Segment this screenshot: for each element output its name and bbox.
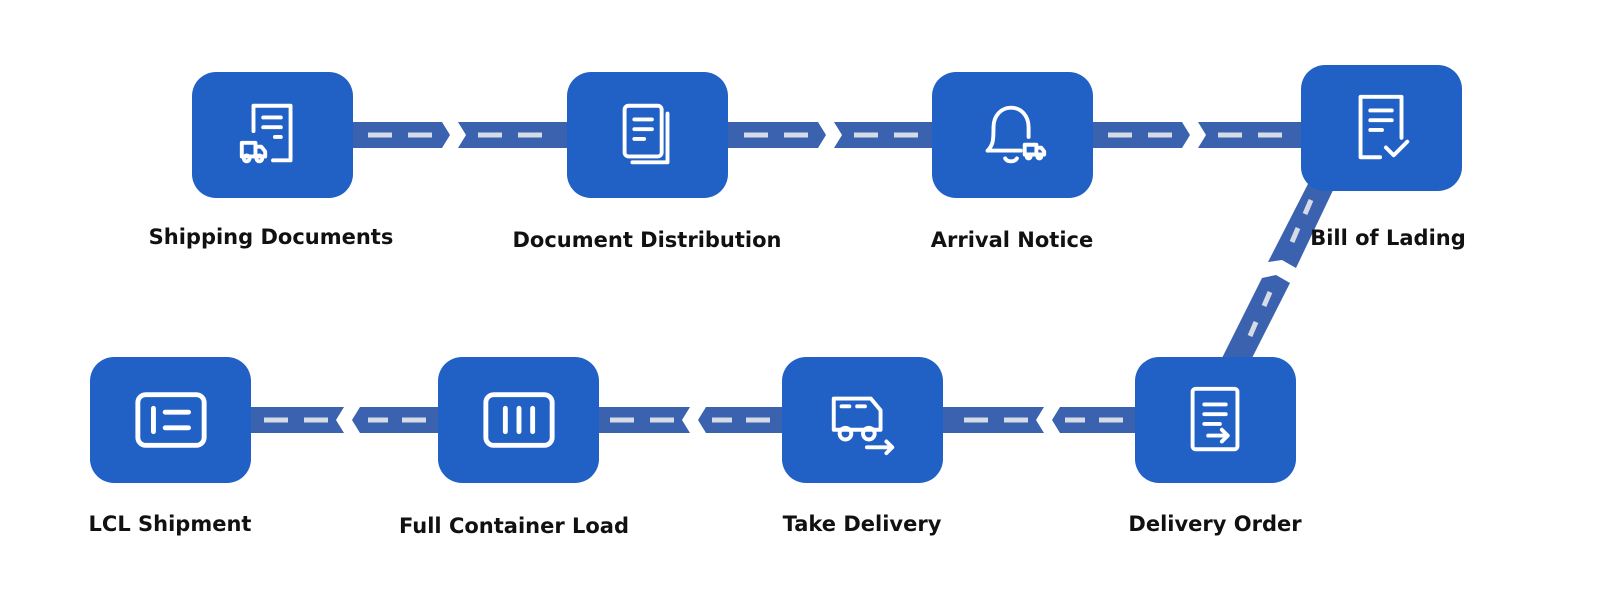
road-6a xyxy=(698,407,784,433)
road-5b xyxy=(941,407,1044,433)
step-shipping-documents xyxy=(192,72,353,198)
road-1b xyxy=(458,122,570,148)
document-check-icon xyxy=(1358,94,1409,160)
step-label: Take Delivery xyxy=(782,512,942,536)
step-full-container-load xyxy=(438,357,599,483)
step-label: Bill of Lading xyxy=(1310,226,1466,250)
road-3b xyxy=(1198,122,1303,148)
container-icon xyxy=(482,392,555,448)
road-4a xyxy=(1268,180,1336,268)
bell-truck-icon xyxy=(985,105,1046,164)
road-5a xyxy=(1052,407,1137,433)
step-document-distribution xyxy=(567,72,728,198)
road-2a xyxy=(726,122,826,148)
step-bill-of-lading xyxy=(1301,65,1462,191)
road-4b xyxy=(1222,275,1290,362)
step-label: Delivery Order xyxy=(1128,512,1302,536)
road-dashes xyxy=(264,132,1314,423)
step-lcl-shipment xyxy=(90,357,251,483)
step-label: LCL Shipment xyxy=(88,512,252,536)
document-arrow-icon xyxy=(1190,386,1239,452)
road-3a xyxy=(1091,122,1190,148)
step-take-delivery xyxy=(782,357,943,483)
step-label: Shipping Documents xyxy=(148,225,394,249)
road-7b xyxy=(248,407,344,433)
road-7a xyxy=(352,407,440,433)
step-label: Document Distribution xyxy=(512,228,782,252)
road-6b xyxy=(597,407,690,433)
lcl-container-icon xyxy=(134,392,207,448)
road-1a xyxy=(350,122,450,148)
documents-stack-icon xyxy=(622,103,669,165)
document-truck-icon xyxy=(239,103,292,164)
road-2b xyxy=(834,122,935,148)
step-arrival-notice xyxy=(932,72,1093,198)
truck-arrow-icon xyxy=(831,396,894,456)
step-label: Full Container Load xyxy=(398,514,630,538)
step-label: Arrival Notice xyxy=(930,228,1094,252)
step-delivery-order xyxy=(1135,357,1296,483)
